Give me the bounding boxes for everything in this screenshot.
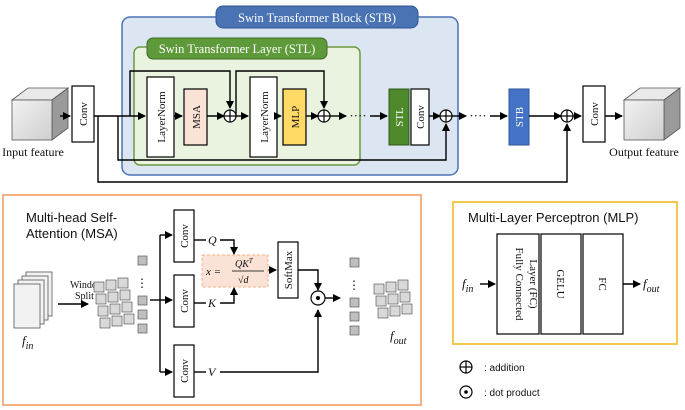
v-label: V: [208, 365, 217, 379]
output-patches: [373, 279, 413, 319]
stb-block-label: STB: [514, 107, 526, 127]
patch-column-dots: ⋮: [136, 276, 148, 290]
legend-addition-icon: [459, 360, 473, 374]
window-patches: [93, 277, 135, 329]
addition-node-1: [223, 109, 237, 123]
msa-conv-q-label: Conv: [179, 224, 191, 248]
mlp-fc2-label: FC: [596, 277, 608, 290]
formula-lhs: x =: [205, 266, 221, 278]
stb-title-tab: [215, 5, 419, 29]
formula-denominator: √d: [238, 275, 249, 286]
stl-block-label: STL: [394, 107, 406, 127]
stb-block: [508, 88, 530, 146]
layernorm-block-1: [146, 76, 175, 158]
conv-block-out: [582, 85, 606, 143]
layernorm-2-label: LayerNorm: [259, 91, 271, 143]
msa-conv-v-label: Conv: [179, 359, 191, 383]
conv-block-stb: [410, 88, 430, 146]
conv-block-in: [71, 85, 95, 143]
mlp-fc-block-1: [496, 233, 540, 335]
msa-conv-k-label: Conv: [179, 289, 191, 313]
conv-out-label: Conv: [589, 102, 601, 126]
dot-product-node: [310, 290, 326, 306]
msa-conv-v: [173, 344, 195, 398]
formula-numerator: QKT: [235, 257, 254, 270]
softmax-block: [277, 241, 299, 299]
output-patch-dots: ⋮: [348, 278, 360, 292]
q-label: Q: [208, 233, 217, 247]
msa-block: [183, 88, 208, 146]
msa-panel-title-2: Attention (MSA): [26, 226, 118, 241]
msa-conv-q: [173, 209, 195, 263]
msa-label: MSA: [191, 105, 203, 129]
legend-dot-product-icon: [459, 385, 473, 399]
addition-node-3: [439, 109, 453, 123]
flow-dots-1: ····: [349, 108, 366, 123]
stl-title-tab: [146, 37, 328, 60]
msa-input-pages: [13, 271, 53, 329]
stl-block: [388, 88, 410, 146]
mlp-f-in: fin: [462, 276, 473, 295]
flow-dots-2: ····: [469, 108, 486, 123]
legend-dot-product-label: : dot product: [484, 388, 540, 399]
layernorm-1-label: LayerNorm: [156, 91, 168, 143]
conv-in-label: Conv: [78, 102, 90, 126]
mlp-gelu-label: GELU: [554, 269, 566, 298]
patch-column: [137, 255, 148, 334]
softmax-label: SoftMax: [283, 250, 295, 289]
k-label: K: [207, 296, 217, 310]
conv-stb-label: Conv: [415, 105, 427, 129]
mlp-fc1-label-2: Layer (FC): [527, 259, 539, 309]
input-feature-label: Input feature: [2, 145, 64, 159]
window-split-label-2: Split: [75, 291, 94, 302]
msa-f-out: fout: [390, 328, 407, 347]
mlp-f-out: fout: [643, 276, 660, 295]
msa-panel-title-1: Multi-head Self-: [26, 210, 117, 225]
addition-node-2: [317, 109, 331, 123]
mlp-fc-block-2: [582, 233, 624, 335]
mlp-label: MLP: [290, 106, 302, 129]
msa-conv-k: [173, 274, 195, 328]
window-split-label-1: Window: [70, 280, 105, 291]
output-feature-cube: [622, 87, 682, 141]
mlp-panel-title: Multi-Layer Perceptron (MLP): [468, 210, 639, 225]
mlp-block: [282, 88, 307, 146]
mlp-fc1-label-1: Fully Connected: [513, 247, 525, 321]
stb-title: Swin Transformer Block (STB): [238, 11, 396, 25]
addition-node-4: [560, 109, 574, 123]
input-feature-cube: [10, 87, 70, 141]
legend-addition-label: : addition: [484, 363, 525, 374]
stl-title: Swin Transformer Layer (STL): [159, 42, 316, 56]
msa-f-in: fin: [22, 333, 33, 352]
mlp-gelu-block: [540, 233, 582, 335]
output-feature-label: Output feature: [609, 145, 679, 159]
output-patch-column: [349, 257, 360, 336]
